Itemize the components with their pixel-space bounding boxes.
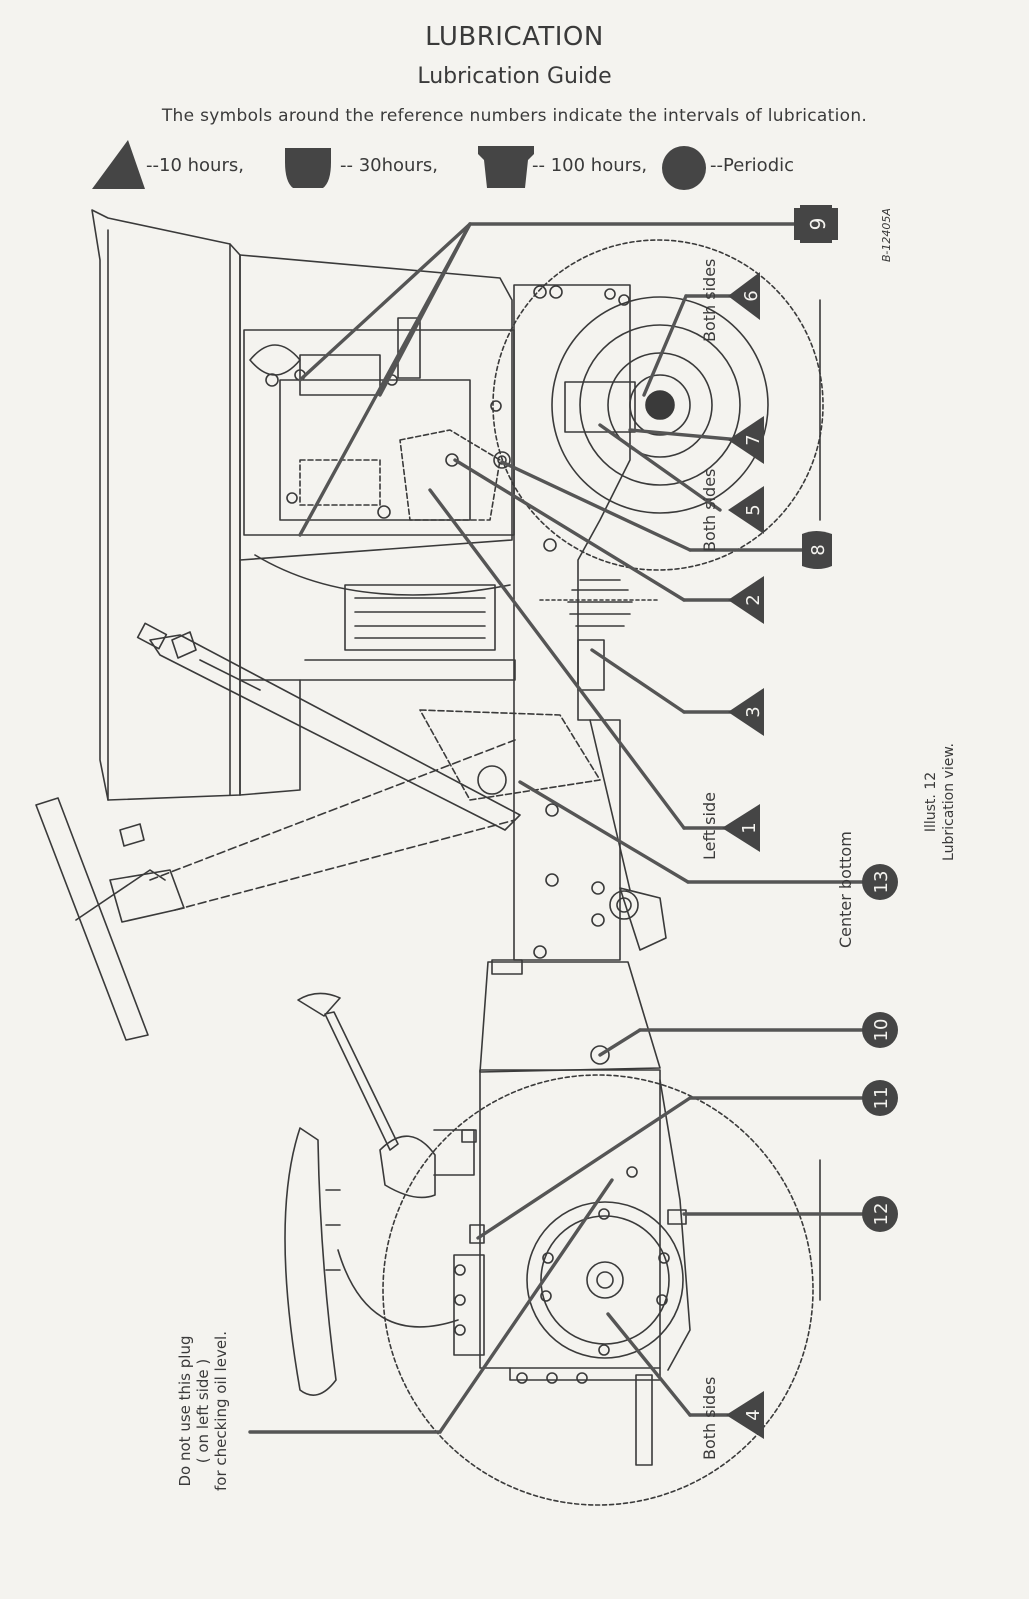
plug-note: Do not use this plug ( on left side ) fo… [176, 1316, 230, 1506]
marker-6-number: 6 [741, 290, 762, 301]
label-both-sides-5: Both sides [700, 468, 719, 552]
keystone-icon [478, 146, 534, 188]
legend-symbols [92, 140, 706, 190]
intro-text: The symbols around the reference numbers… [161, 106, 868, 126]
marker-12-number: 12 [871, 1203, 892, 1226]
pulley [254, 554, 516, 681]
gear-lever [284, 992, 475, 1396]
marker-1-number: 1 [739, 822, 760, 833]
label-both-sides-4: Both sides [700, 1376, 719, 1460]
plug-note-line3: for checking oil level. [212, 1331, 230, 1491]
marker-3-number: 3 [743, 706, 764, 717]
legend-label-30-hours: -- 30hours, [340, 155, 438, 176]
shield-icon [285, 148, 331, 188]
lower-wheel [382, 1074, 821, 1506]
marker-1: 1 [722, 804, 760, 852]
upper-wheel [492, 239, 824, 571]
label-center-bottom-13: Center bottom [836, 831, 855, 948]
marker-8: 8 [802, 531, 832, 569]
marker-10: 10 [862, 1012, 898, 1048]
marker-4-number: 4 [743, 1409, 764, 1420]
figure-caption-line2: Lubrication view. [941, 743, 957, 861]
marker-8-number: 8 [808, 544, 829, 555]
page-title: LUBRICATION [425, 22, 604, 52]
triangle-icon [92, 140, 145, 189]
transmission [453, 959, 691, 1466]
seat-fender [91, 209, 513, 801]
marker-9: 9 [794, 205, 838, 243]
marker-10-number: 10 [871, 1019, 892, 1042]
marker-3: 3 [728, 688, 764, 736]
legend-label-periodic: --Periodic [710, 155, 795, 176]
document-id: B-12405A [880, 208, 893, 262]
marker-13: 13 [862, 864, 898, 900]
circle-icon [662, 146, 706, 190]
plug-note-line1: Do not use this plug [176, 1335, 194, 1487]
marker-7: 7 [728, 416, 764, 464]
marker-5-number: 5 [743, 504, 764, 515]
marker-11-number: 11 [871, 1087, 892, 1110]
engine [243, 317, 515, 536]
marker-13-number: 13 [871, 871, 892, 894]
legend-label-10-hours: --10 hours, [146, 155, 244, 176]
label-left-side-1: Left side [700, 792, 719, 860]
marker-7-number: 7 [743, 434, 764, 445]
label-both-sides-6: Both sides [700, 258, 719, 342]
marker-6: 6 [728, 272, 762, 320]
plug-note-line2: ( on left side ) [194, 1358, 212, 1464]
marker-9-number: 9 [806, 218, 830, 231]
frame [513, 284, 667, 961]
marker-4: 4 [726, 1391, 764, 1439]
steering [35, 622, 601, 1041]
marker-2-number: 2 [743, 594, 764, 605]
marker-5: 5 [728, 486, 764, 534]
leader-lines [248, 222, 867, 1434]
page-subtitle: Lubrication Guide [417, 64, 612, 89]
marker-12: 12 [862, 1196, 898, 1232]
figure-caption: Illust. 12 Lubrication view. [922, 732, 958, 872]
legend-label-100-hours: -- 100 hours, [532, 155, 648, 176]
marker-2: 2 [728, 576, 764, 624]
figure-caption-line1: Illust. 12 [923, 771, 939, 833]
marker-11: 11 [862, 1080, 898, 1116]
